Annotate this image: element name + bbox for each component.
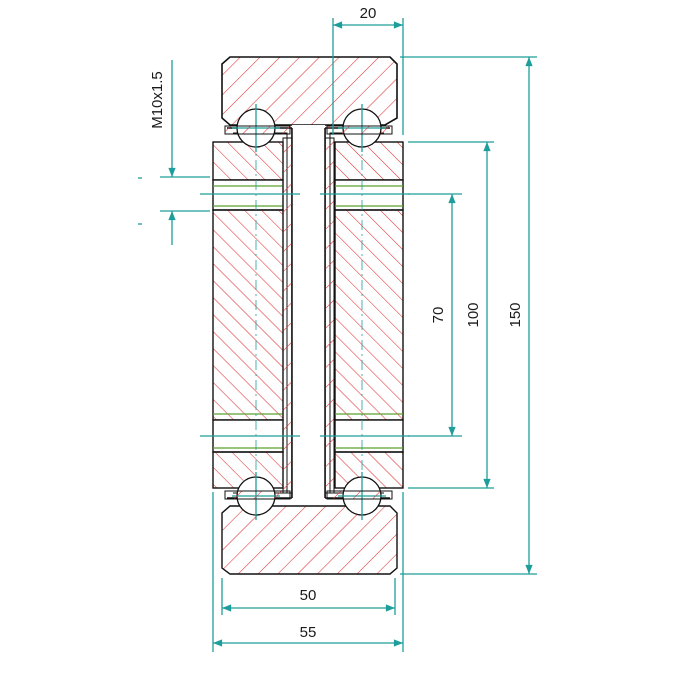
dimension-overall-height: 150 (400, 56, 537, 575)
dimension-top-width: 20 (332, 5, 404, 135)
dimension-mid-height: 100 (408, 141, 494, 489)
top-plate (221, 56, 398, 126)
dimension-inner-height: 70 (408, 193, 462, 437)
dimension-plate-width: 50 (221, 578, 396, 615)
right-block (334, 141, 404, 489)
dimension-overall-width: 55 (212, 492, 404, 652)
dimension-thread: M10x1.5 (138, 60, 210, 245)
bottom-plate (221, 505, 398, 575)
slot-centerlines (200, 140, 410, 490)
ball-retainer-lips (224, 125, 393, 500)
dim-label-55: 55 (300, 624, 317, 641)
dim-label-100: 100 (465, 302, 482, 327)
dim-label-20: 20 (360, 5, 377, 22)
dim-label-50: 50 (300, 587, 317, 604)
dim-label-70: 70 (430, 307, 447, 324)
dim-label-150: 150 (507, 302, 524, 327)
dim-label-thread: M10x1.5 (149, 71, 166, 129)
